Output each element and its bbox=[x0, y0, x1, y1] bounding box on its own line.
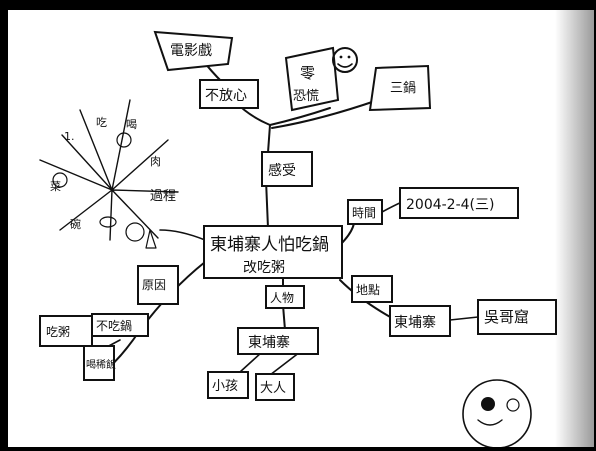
adult-label: 大人 bbox=[260, 381, 286, 396]
child-label: 小孩 bbox=[212, 379, 238, 394]
cloud-bottom-label: 恐慌 bbox=[293, 89, 319, 104]
time-tag-label: 時間 bbox=[352, 206, 376, 220]
wheel-label-4: 肉 bbox=[150, 155, 161, 168]
left-c-label: 喝稀飯 bbox=[86, 358, 116, 371]
right-top-label: 三鍋 bbox=[390, 80, 416, 96]
reason-label: 原因 bbox=[142, 278, 166, 292]
left-a-label: 不吃鍋 bbox=[96, 318, 132, 333]
cloud-box-label: 不放心 bbox=[205, 88, 247, 104]
date-label: 2004-2-4(三) bbox=[406, 197, 494, 213]
people-tag-label: 人物 bbox=[270, 291, 294, 305]
wheel-label-process: 過程 bbox=[150, 189, 176, 204]
wheel-label-3: 喝 bbox=[126, 118, 137, 131]
place-label: 東埔寨 bbox=[394, 314, 436, 331]
place-far-label: 吳哥窟 bbox=[484, 308, 529, 326]
center-title: 東埔寨人怕吃鍋 bbox=[210, 235, 329, 255]
page-edge-shadow bbox=[555, 10, 594, 447]
wheel-label-1: 1. bbox=[64, 130, 75, 143]
wheel-label-6: 碗 bbox=[70, 217, 81, 231]
feeling-label: 感受 bbox=[268, 162, 296, 179]
people-label: 東埔寨 bbox=[248, 334, 290, 351]
cloud-top-label: 零 bbox=[300, 64, 315, 82]
top-left-label: 電影戲 bbox=[170, 43, 212, 59]
left-b-label: 吃粥 bbox=[46, 325, 70, 339]
wheel-label-2: 吃 bbox=[96, 116, 107, 129]
center-subtitle: 改吃粥 bbox=[243, 259, 285, 276]
place-tag-label: 地點 bbox=[356, 283, 380, 297]
